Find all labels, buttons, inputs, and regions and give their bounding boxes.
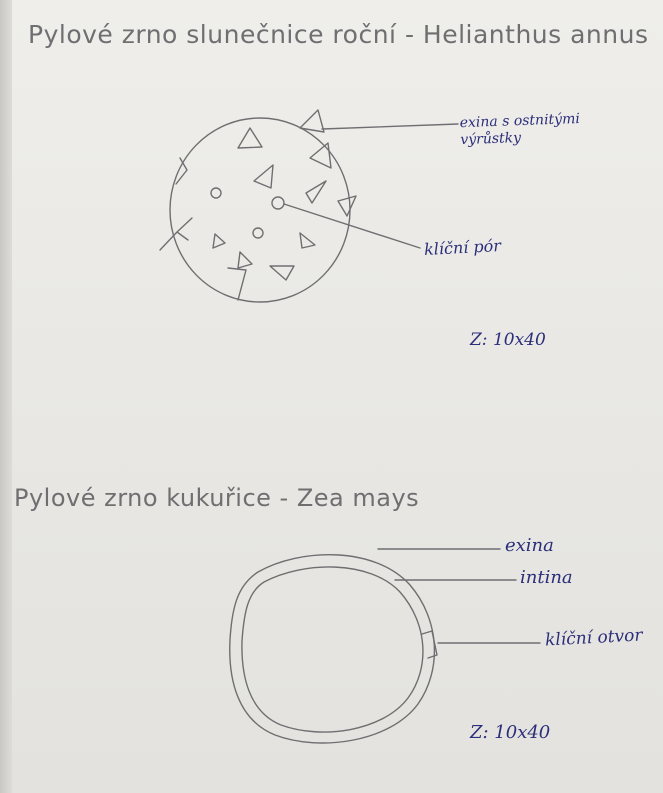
sketch-1-magnification: Z: 10x40 bbox=[470, 330, 546, 350]
intina-outline bbox=[242, 567, 423, 732]
sketch-2-label-exina: exina bbox=[505, 535, 554, 556]
leader-line-exina-1 bbox=[322, 124, 458, 129]
sketch-1-label-pore: klíční pór bbox=[424, 236, 502, 259]
sketch-1-label-exina: exina s ostnitými výrůstky bbox=[459, 109, 640, 149]
sketch-2-label-intina: intina bbox=[520, 567, 573, 588]
exina-outline bbox=[230, 555, 435, 743]
maize-pollen-grain bbox=[230, 555, 437, 743]
sunflower-grain-outline bbox=[170, 118, 350, 302]
sketch-1-title: Pylové zrno slunečnice roční - Helianthu… bbox=[28, 20, 649, 49]
sketch-2-magnification: Z: 10x40 bbox=[470, 722, 550, 743]
pores bbox=[211, 188, 284, 238]
leader-line-pore-1 bbox=[284, 204, 420, 248]
sketch-2-title: Pylové zrno kukuřice - Zea mays bbox=[14, 484, 419, 512]
sunflower-pollen-grain bbox=[160, 110, 356, 302]
